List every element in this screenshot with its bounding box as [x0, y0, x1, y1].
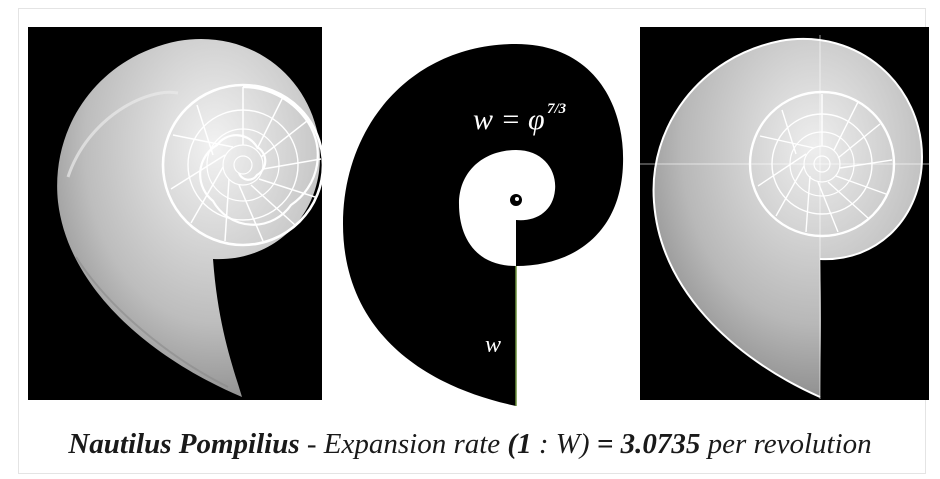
nautilus-shell-overlay-illustration: [640, 35, 929, 399]
nautilus-photo-right-overlay: [640, 27, 929, 400]
caption-value: = 3.0735: [596, 428, 701, 460]
spiral-graphic: w = φ 7/3 1 w: [343, 44, 624, 406]
nautilus-shell-illustration: [57, 38, 322, 397]
caption-species: Nautilus Pompilius: [68, 428, 300, 460]
formula-phi: φ: [528, 103, 545, 136]
label-one: 1: [520, 221, 530, 243]
formula-exponent: 7/3: [547, 101, 567, 117]
formula-variable: w: [473, 103, 493, 136]
caption-per-revolution: per revolution: [700, 428, 872, 460]
figure-caption: Nautilus Pompilius - Expansion rate (1 :…: [0, 424, 940, 464]
formula-equals: =: [493, 103, 528, 136]
caption-expansion-label: - Expansion rate: [299, 428, 508, 460]
caption-ratio-open: (1: [507, 428, 532, 460]
caption-ratio-w: : W): [531, 428, 597, 460]
golden-spiral-diagram: w = φ 7/3 1 w: [333, 34, 629, 406]
label-w: w: [485, 332, 501, 358]
nautilus-photo-left: [28, 27, 322, 400]
